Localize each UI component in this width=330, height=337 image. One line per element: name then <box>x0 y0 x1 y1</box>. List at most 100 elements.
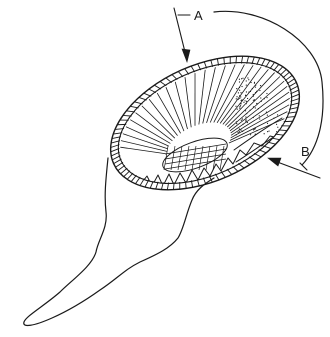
stipple-dot <box>258 108 259 109</box>
rim-hatch-line <box>238 163 244 168</box>
stipple-dot <box>240 96 241 97</box>
stipple-dot <box>259 90 260 91</box>
rim-hatch-line <box>149 89 156 93</box>
stipple-dot <box>268 130 269 131</box>
cavity <box>120 65 289 186</box>
stipple-dot <box>250 134 251 135</box>
stipple-dot <box>245 119 246 120</box>
rim-hatch-line <box>221 172 225 178</box>
stipple-dot <box>256 91 257 92</box>
stipple-dot <box>247 98 248 99</box>
rim-hatch-line <box>280 69 286 75</box>
stipple-dot <box>236 96 237 97</box>
rim <box>90 29 320 216</box>
stipple-dot <box>255 107 256 108</box>
rim-hatch-line <box>144 93 151 96</box>
stipple-dot <box>264 98 265 99</box>
stipple-dot <box>256 103 257 104</box>
stipple-dot <box>238 99 239 100</box>
stipple-dot <box>236 121 237 122</box>
rim-hatch-line <box>236 56 237 63</box>
stipple-dot <box>239 79 240 80</box>
stipple-dot <box>264 133 265 134</box>
rim-hatch-line <box>289 82 297 87</box>
cavity-fold <box>220 67 261 123</box>
grid-line <box>164 146 168 170</box>
stipple-dot <box>238 92 239 93</box>
stipple-dot <box>273 117 274 118</box>
stipple-dot <box>260 85 261 86</box>
stipple-dot <box>276 131 277 132</box>
stipple-dot <box>246 113 247 114</box>
rim-hatch-line <box>160 81 166 85</box>
rim-hatch-line <box>290 86 298 90</box>
rim-hatch-line <box>173 182 174 189</box>
stipple-dot <box>277 127 278 128</box>
stipple-dot <box>246 84 247 85</box>
rim-hatch-line <box>154 85 161 89</box>
label-a-group: A <box>174 8 203 62</box>
label-a: A <box>194 8 203 23</box>
stipple-dot <box>254 99 255 100</box>
stipple-dot <box>267 115 268 116</box>
stipple-dot <box>255 86 256 87</box>
stipple-dot <box>250 82 251 83</box>
stipple-dot <box>245 120 246 121</box>
rim-hatch-line <box>270 62 275 69</box>
stipple-dot <box>239 128 240 129</box>
stipple-dot <box>239 95 240 96</box>
stipple-dot <box>266 112 267 113</box>
stipple-dot <box>253 96 254 97</box>
rim-hatch-line <box>263 146 271 149</box>
stipple-dot <box>237 109 238 110</box>
rim-hatch-line <box>178 71 183 76</box>
rim-hatch-line <box>266 60 270 67</box>
stipple-dot <box>254 129 255 130</box>
rim-hatch-line <box>259 150 266 153</box>
rim-hatch-line <box>185 69 189 75</box>
stipple-dot <box>236 88 237 89</box>
rim-hatch-line <box>123 115 132 116</box>
stipple-dot <box>245 110 246 111</box>
stipple-dot <box>249 110 250 111</box>
rim-hatch-line <box>126 111 135 112</box>
stipple-dot <box>240 103 241 104</box>
rim-hatch-line <box>124 171 130 177</box>
grid-line <box>165 159 226 169</box>
cavity-fold <box>157 93 180 133</box>
cavity-fold <box>185 77 191 127</box>
label-b-group: B <box>268 144 320 178</box>
stipple-dot <box>260 97 261 98</box>
stipple-dot <box>240 92 241 93</box>
rim-hatch-line <box>172 75 177 80</box>
rim-hatch-line <box>135 177 140 184</box>
stipple-dot <box>247 77 248 78</box>
rim-hatch-line <box>121 168 128 174</box>
stipple-dot <box>253 100 254 101</box>
rim-hatch-line <box>118 165 125 170</box>
stipple-dot <box>267 131 268 132</box>
stipple-dot <box>243 124 244 125</box>
rim-hatch-line <box>287 79 294 84</box>
grid-line <box>206 146 210 170</box>
rim-hatch-line <box>140 179 144 186</box>
rim-hatch-line <box>249 157 256 161</box>
grid-line <box>185 146 189 170</box>
rim-hatch-line <box>116 162 123 167</box>
arrow-b-head <box>268 158 281 166</box>
stipple-dot <box>261 101 262 102</box>
stipple-dot <box>244 100 245 101</box>
stipple-dot <box>250 91 251 92</box>
rim-hatch-line <box>227 169 232 174</box>
rim-hatch-line <box>224 58 225 65</box>
stipple-dot <box>236 113 237 114</box>
stipple-dot <box>259 115 260 116</box>
rim-hatch-line <box>233 166 238 171</box>
stipple-dot <box>266 97 267 98</box>
stipple-dot <box>246 101 247 102</box>
rim-hatch-line <box>112 156 120 160</box>
rim-hatch-line <box>166 78 172 83</box>
rim-hatch-line <box>285 75 292 80</box>
rim-hatch-line <box>131 175 136 182</box>
